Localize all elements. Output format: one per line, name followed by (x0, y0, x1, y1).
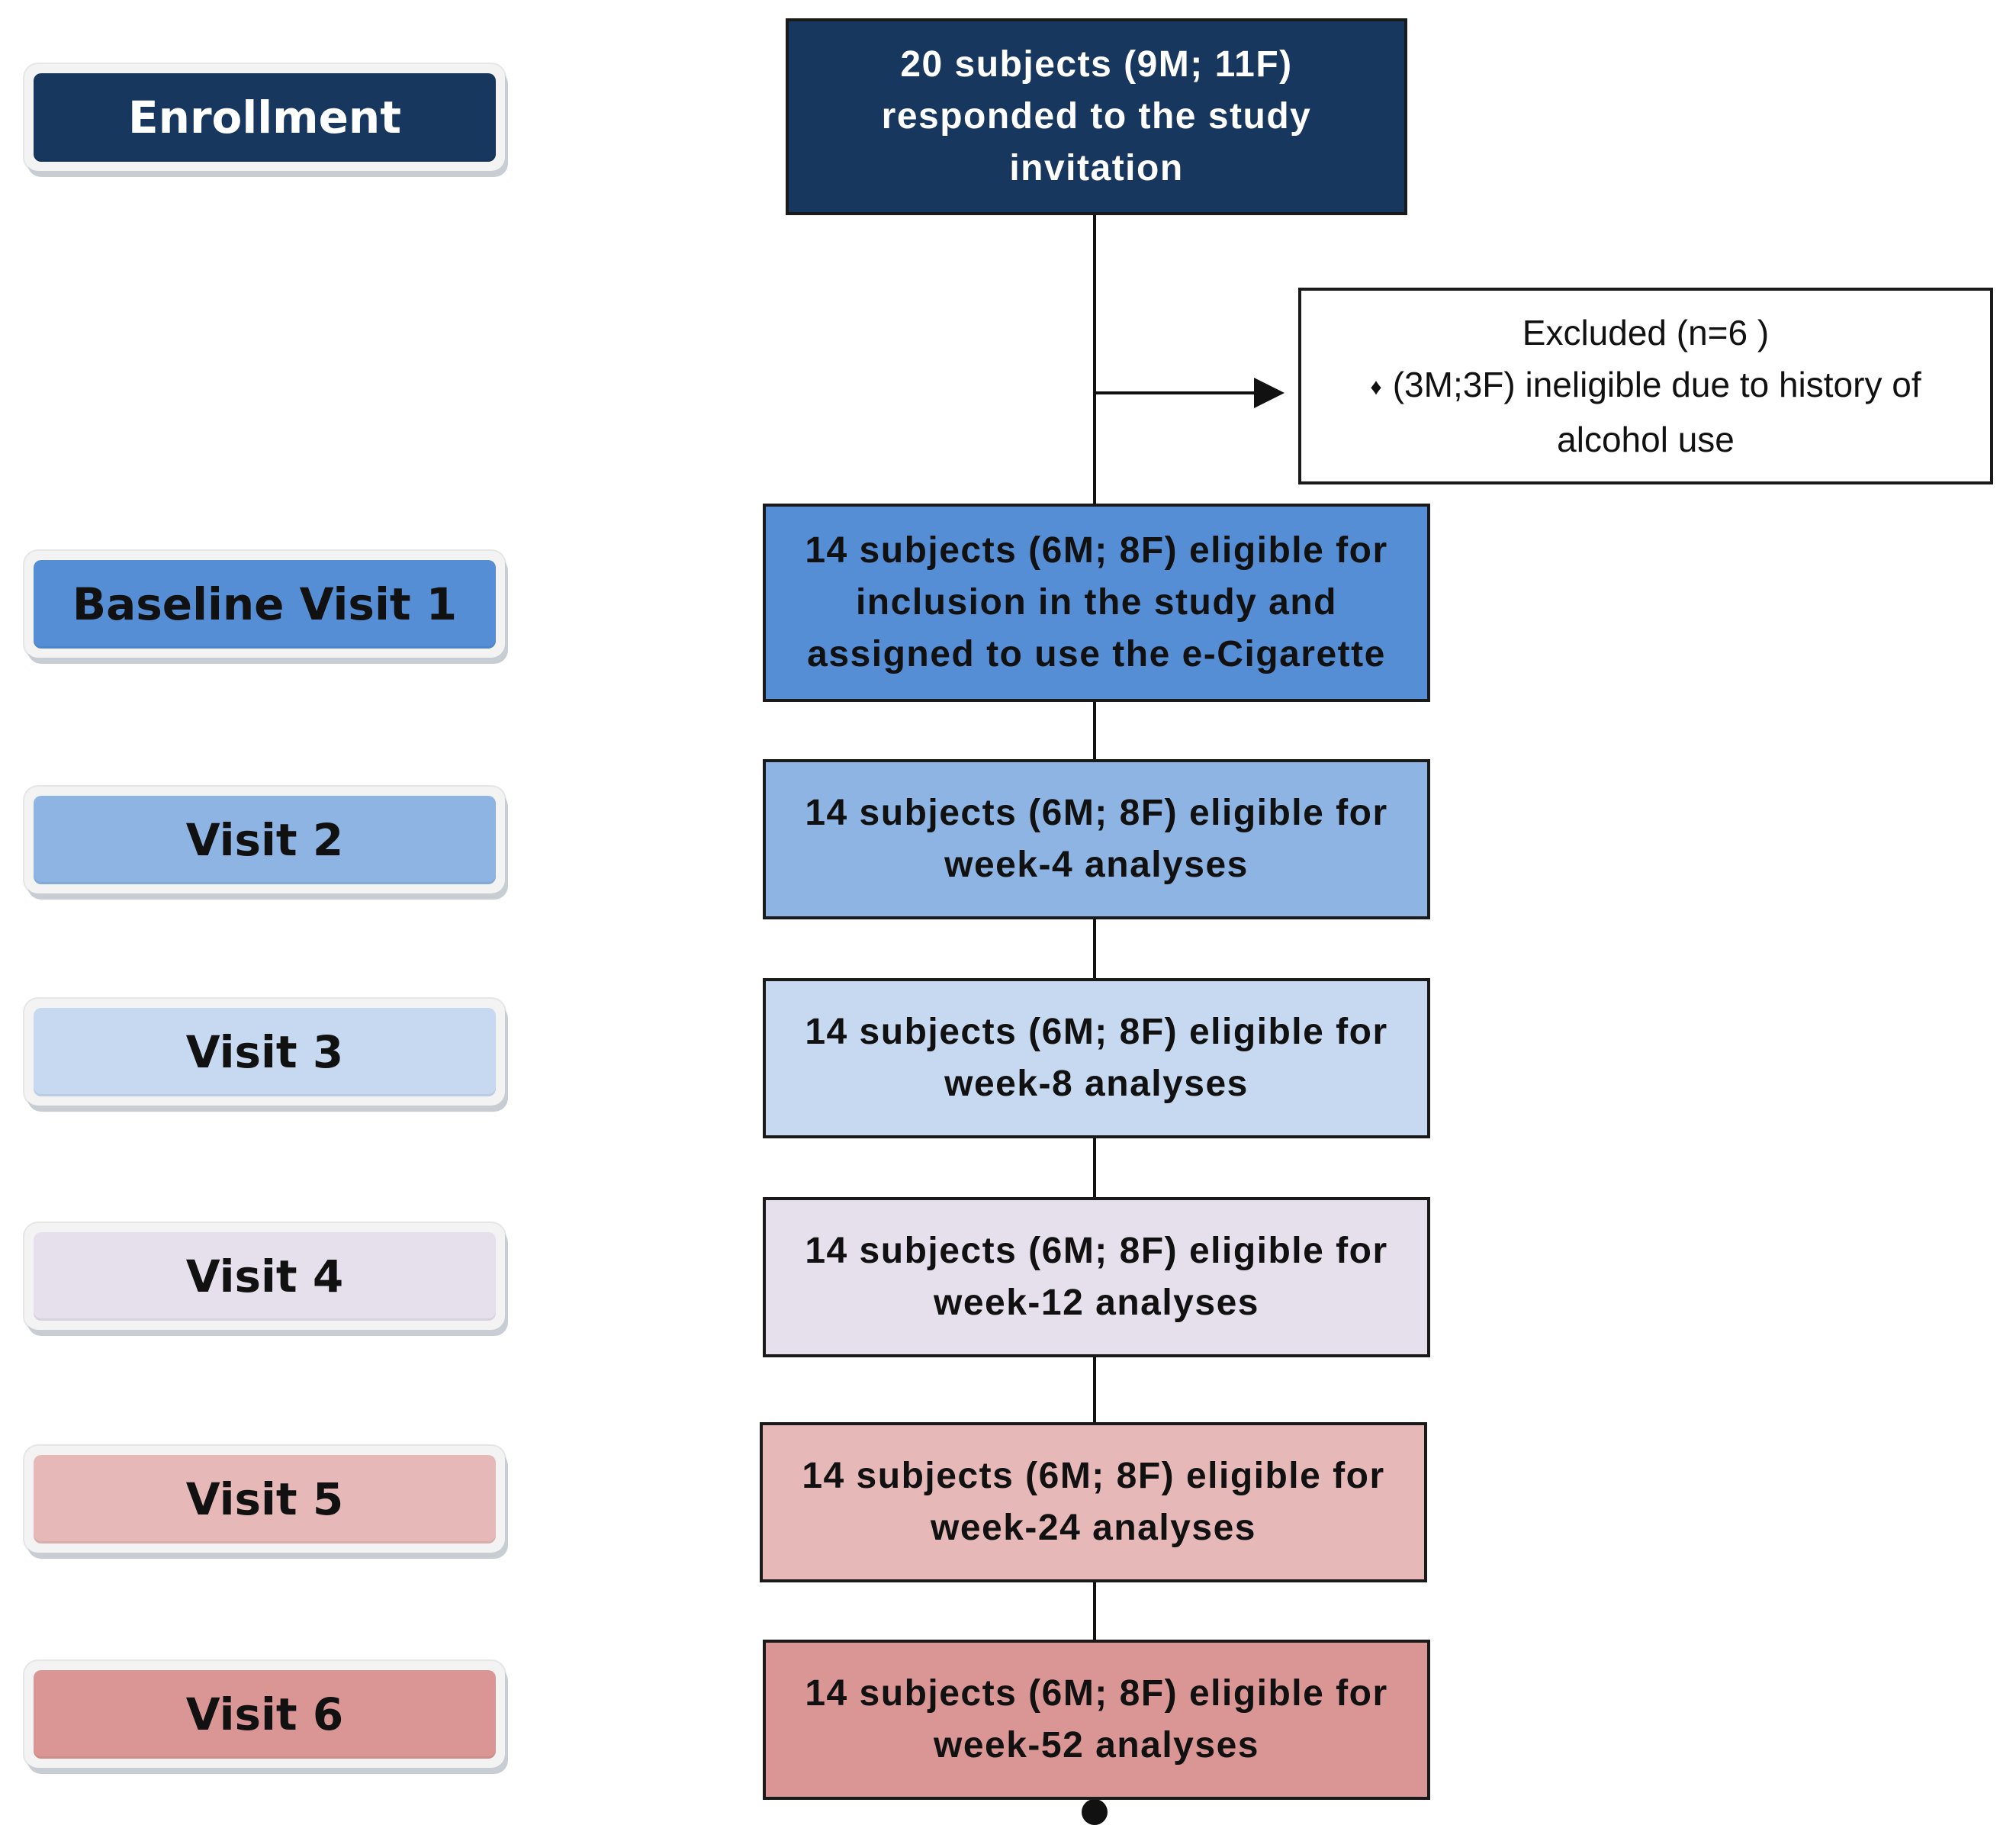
visit-5-box: 14 subjects (6M; 8F) eligible for week-2… (760, 1422, 1427, 1582)
stage-baseline-visit-1-label: Baseline Visit 1 (34, 560, 496, 649)
stage-visit-2-label: Visit 2 (34, 796, 496, 884)
stage-enrollment: Enrollment (24, 64, 505, 171)
excluded-line: alcohol use (1557, 419, 1735, 459)
stage-visit-5: Visit 5 (24, 1446, 505, 1553)
visit-2-box-line: 14 subjects (6M; 8F) eligible for (805, 793, 1388, 833)
stage-visit-2: Visit 2 (24, 787, 505, 893)
stage-visit-4: Visit 4 (24, 1223, 505, 1330)
visit-5-box-line: week-24 analyses (931, 1508, 1256, 1548)
visit-5-box-line: 14 subjects (6M; 8F) eligible for (802, 1456, 1385, 1496)
baseline-box-line: inclusion in the study and (855, 582, 1337, 623)
excluded-box: Excluded (n=6 ) ♦ (3M;3F) ineligible due … (1298, 288, 1993, 484)
stage-visit-5-label: Visit 5 (34, 1455, 496, 1543)
enrollment-box: 20 subjects (9M; 11F) responded to the s… (786, 18, 1407, 215)
stage-visit-6-label: Visit 6 (34, 1670, 496, 1759)
visit-4-box: 14 subjects (6M; 8F) eligible for week-1… (763, 1197, 1430, 1357)
stage-visit-3: Visit 3 (24, 999, 505, 1106)
enrollment-box-line: invitation (1009, 148, 1184, 188)
end-dot (1082, 1799, 1108, 1825)
excluded-reason: ♦ (3M;3F) ineligible due to history of (1301, 359, 1990, 414)
visit-6-box-line: 14 subjects (6M; 8F) eligible for (805, 1673, 1388, 1714)
baseline-box-line: 14 subjects (6M; 8F) eligible for (805, 530, 1388, 571)
visit-2-box-line: week-4 analyses (944, 845, 1249, 885)
visit-3-box-line: 14 subjects (6M; 8F) eligible for (805, 1012, 1388, 1052)
visit-6-box-line: week-52 analyses (934, 1725, 1259, 1766)
stage-baseline-visit-1: Baseline Visit 1 (24, 551, 505, 658)
stage-visit-3-label: Visit 3 (34, 1008, 496, 1096)
stage-visit-6: Visit 6 (24, 1661, 505, 1768)
baseline-box-line: assigned to use the e-Cigarette (807, 634, 1386, 674)
visit-3-box: 14 subjects (6M; 8F) eligible for week-8… (763, 978, 1430, 1138)
visit-4-box-line: week-12 analyses (934, 1283, 1259, 1323)
stage-enrollment-label: Enrollment (34, 73, 496, 162)
excluded-line: (3M;3F) ineligible due to history of (1392, 365, 1921, 405)
visit-4-box-line: 14 subjects (6M; 8F) eligible for (805, 1231, 1388, 1271)
diamond-bullet-icon: ♦ (1370, 374, 1382, 400)
baseline-box: 14 subjects (6M; 8F) eligible for inclus… (763, 504, 1430, 702)
visit-3-box-line: week-8 analyses (944, 1064, 1249, 1104)
excluded-title: Excluded (n=6 ) (1522, 313, 1770, 353)
enrollment-box-line: responded to the study (881, 96, 1312, 137)
stage-visit-4-label: Visit 4 (34, 1232, 496, 1321)
visit-2-box: 14 subjects (6M; 8F) eligible for week-4… (763, 759, 1430, 919)
enrollment-box-line: 20 subjects (9M; 11F) (900, 44, 1293, 85)
visit-6-box: 14 subjects (6M; 8F) eligible for week-5… (763, 1640, 1430, 1800)
